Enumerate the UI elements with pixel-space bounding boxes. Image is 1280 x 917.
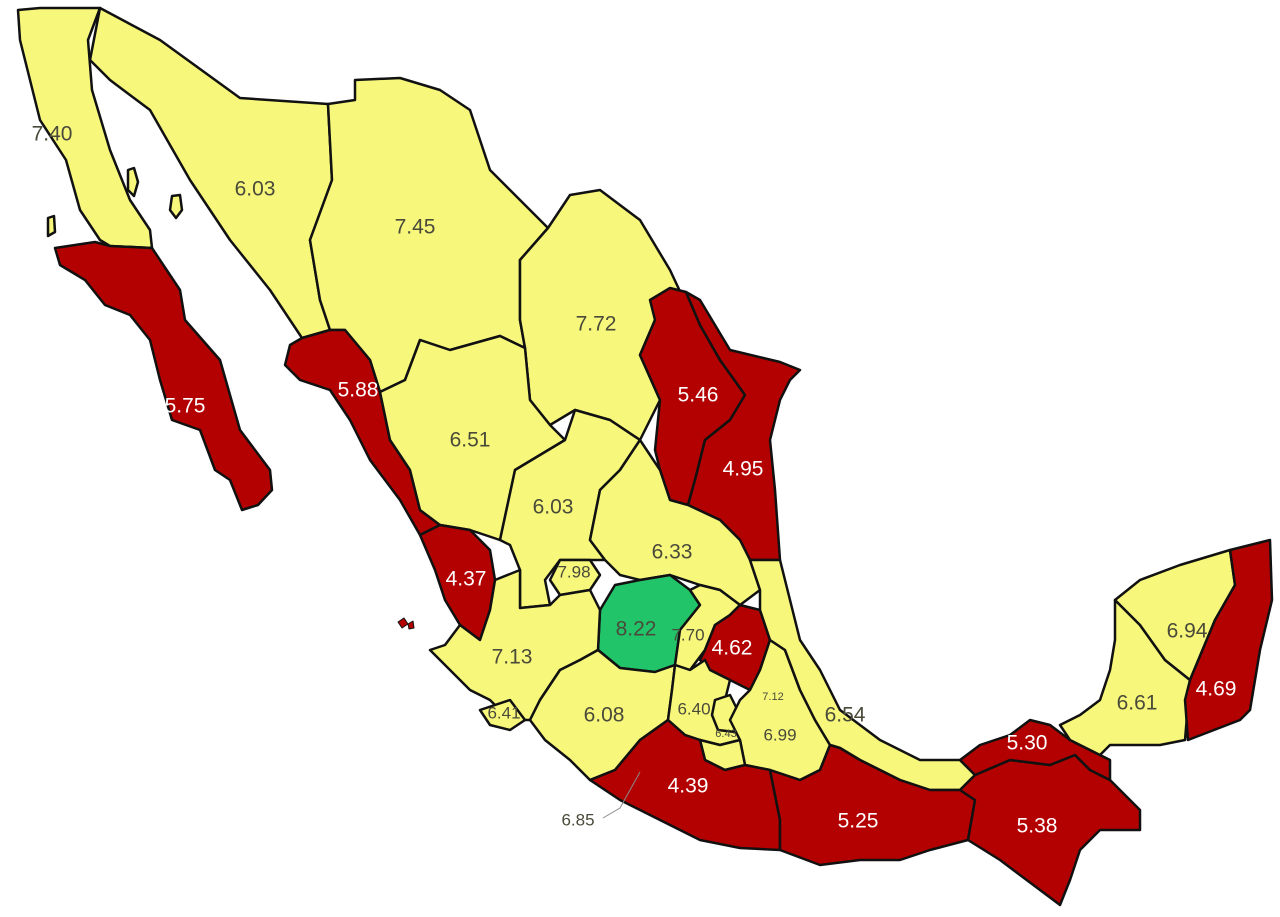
- label-nuevo-leon: 5.46: [678, 384, 719, 407]
- state-guerrero[interactable]: [588, 718, 782, 852]
- label-michoacan: 6.08: [584, 704, 625, 727]
- morelos-leader-line: [602, 771, 641, 819]
- label-estado-de-mexico: 6.40: [677, 699, 710, 718]
- label-baja-california: 7.40: [32, 123, 73, 146]
- label-guerrero: 4.39: [668, 775, 709, 798]
- label-nayarit: 4.37: [446, 568, 487, 591]
- label-sinaloa: 5.88: [338, 379, 379, 402]
- state-coahuila[interactable]: [518, 188, 686, 442]
- label-campeche: 6.61: [1117, 692, 1158, 715]
- label-san-luis-potosi: 6.33: [652, 541, 693, 564]
- state-tabasco[interactable]: [958, 718, 1112, 782]
- label-coahuila: 7.72: [576, 313, 617, 336]
- label-tabasco: 5.30: [1007, 732, 1048, 755]
- island-marias-1: [397, 617, 409, 629]
- label-puebla: 6.99: [763, 725, 796, 744]
- island-cedros: [46, 214, 57, 238]
- state-baja-california-sur[interactable]: [53, 240, 274, 512]
- label-yucatan: 6.94: [1167, 620, 1208, 643]
- label-oaxaca: 5.25: [838, 810, 879, 833]
- label-queretaro: 7.70: [671, 625, 704, 644]
- label-chiapas: 5.38: [1017, 815, 1058, 838]
- label-colima: 6.41: [487, 703, 520, 722]
- island-tiburon: [168, 193, 184, 220]
- label-ciudad-de-mexico: 6.43: [715, 728, 736, 740]
- label-tlaxcala: 7.12: [762, 691, 783, 703]
- label-baja-california-sur: 5.75: [165, 395, 206, 418]
- island-marias-2: [407, 620, 415, 630]
- label-guanajuato: 8.22: [616, 618, 657, 641]
- state-colima[interactable]: [478, 698, 527, 732]
- island-baja-north: [126, 166, 140, 198]
- label-chihuahua: 7.45: [395, 216, 436, 239]
- label-durango: 6.51: [450, 429, 491, 452]
- label-sonora: 6.03: [235, 178, 276, 201]
- label-zacatecas: 6.03: [533, 496, 574, 519]
- label-aguascalientes: 7.98: [557, 562, 590, 581]
- label-jalisco: 7.13: [492, 646, 533, 669]
- label-morelos: 6.85: [561, 810, 594, 829]
- label-tamaulipas: 4.95: [723, 458, 764, 481]
- label-hidalgo: 4.62: [712, 637, 753, 660]
- label-quintana-roo: 4.69: [1196, 678, 1237, 701]
- label-veracruz: 6.54: [825, 704, 866, 727]
- state-quintana-roo[interactable]: [1183, 538, 1274, 742]
